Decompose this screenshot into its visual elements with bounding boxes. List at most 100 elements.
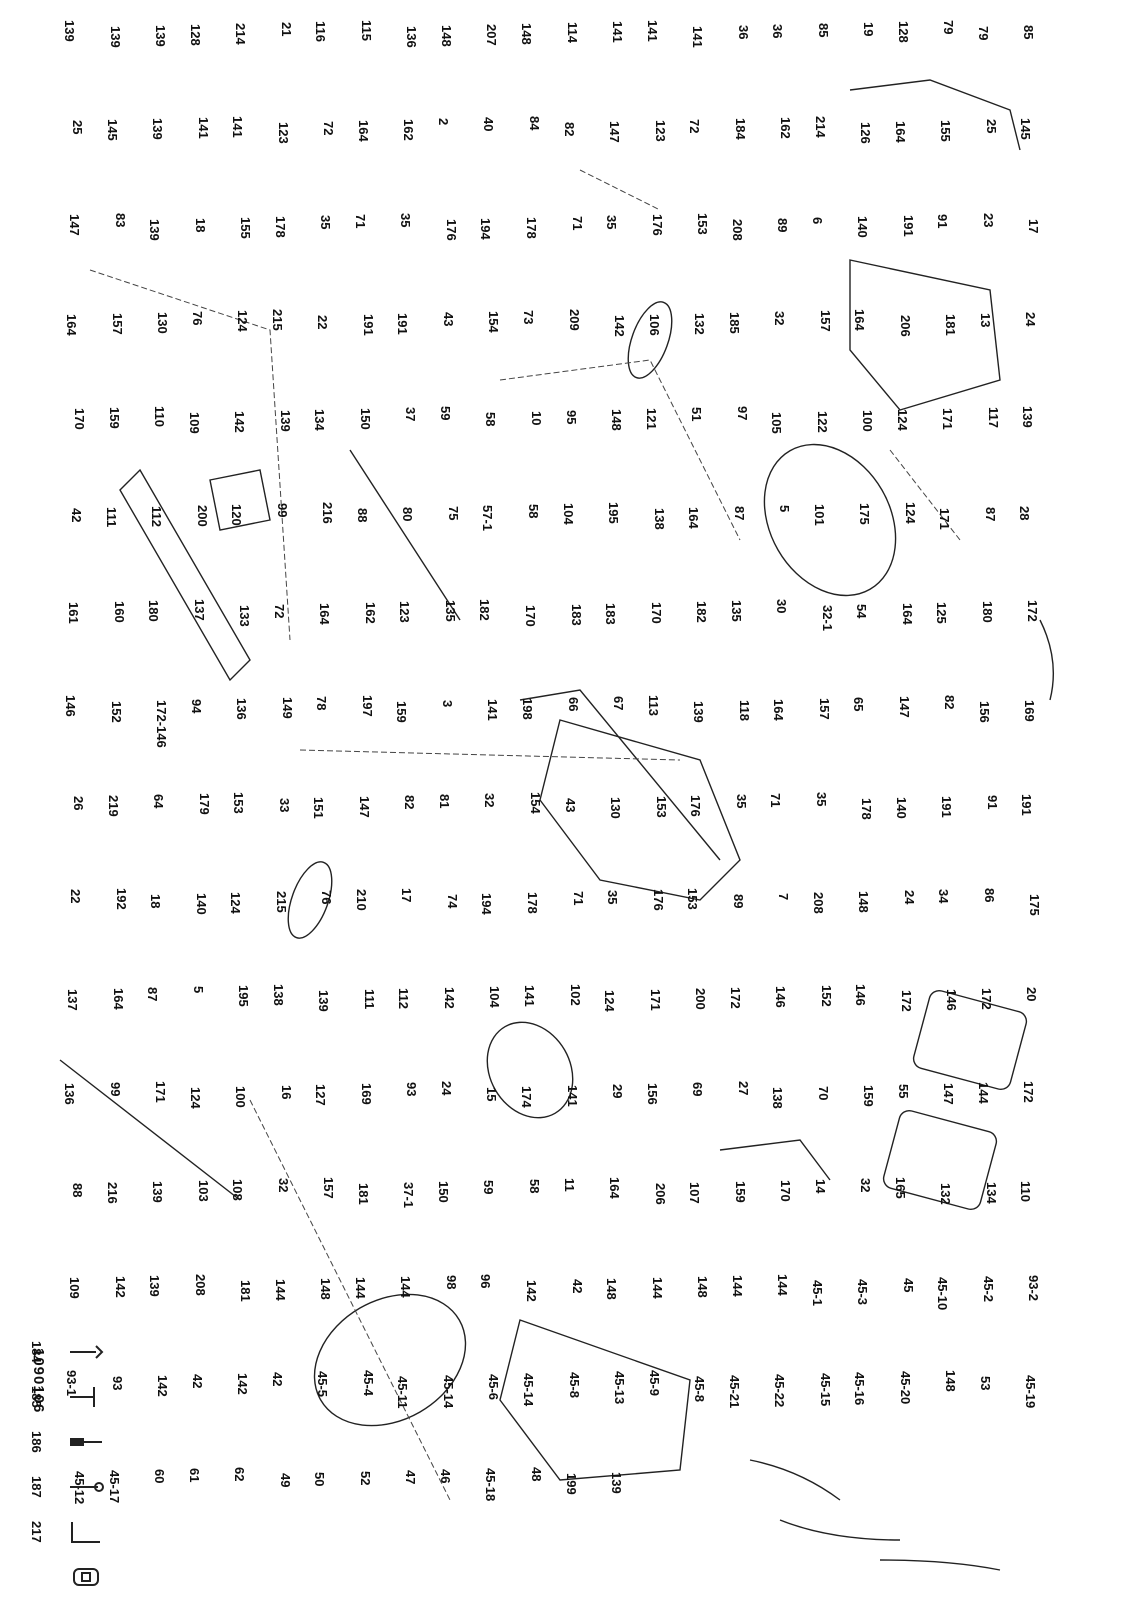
part-number-label: 100 bbox=[233, 1085, 249, 1108]
part-number-label: 45-8 bbox=[692, 1376, 708, 1403]
part-number-label: 19 bbox=[861, 22, 877, 37]
part-number-label: 45-20 bbox=[897, 1371, 913, 1405]
console-part bbox=[912, 989, 1028, 1091]
assembly-guide-line-4 bbox=[249, 1099, 451, 1501]
part-number-label: 171 bbox=[153, 1080, 169, 1103]
main-frame-part bbox=[539, 719, 741, 901]
part-number-label: 85 bbox=[815, 23, 831, 38]
part-number-label: 108 bbox=[230, 1179, 246, 1201]
part-number-label: 100 bbox=[860, 409, 876, 432]
cable-part-3 bbox=[779, 1519, 901, 1541]
part-number-label: 137 bbox=[191, 598, 207, 621]
part-number-label: 127 bbox=[313, 1083, 329, 1106]
tool-number bbox=[18, 1555, 44, 1599]
part-number-label: 24 bbox=[1023, 312, 1039, 327]
part-number-label: 93 bbox=[109, 1376, 125, 1391]
side-cover-lower bbox=[499, 1319, 691, 1481]
part-number-label: 45-4 bbox=[360, 1370, 376, 1397]
part-number-label: 45 bbox=[900, 1277, 916, 1293]
part-number-label: 42 bbox=[569, 1278, 585, 1294]
part-number-label: 22 bbox=[315, 315, 331, 330]
part-number-label: 164 bbox=[317, 602, 333, 625]
part-number-label: 109 bbox=[67, 1276, 82, 1299]
part-number-label: 124 bbox=[187, 1086, 203, 1109]
part-number-label: 136 bbox=[62, 1082, 77, 1105]
part-number-label: 99 bbox=[274, 503, 290, 518]
part-number-label: 151 bbox=[311, 796, 327, 819]
belt-pulley bbox=[486, 1021, 574, 1119]
part-number-label: 154 bbox=[486, 311, 502, 334]
part-number-label: 79 bbox=[941, 20, 957, 35]
part-number-label: 153 bbox=[695, 212, 711, 235]
part-number-label: 10 bbox=[528, 410, 544, 426]
part-number-label: 209 bbox=[566, 309, 582, 332]
part-number-label: 32-1 bbox=[819, 604, 835, 631]
part-number-label: 89 bbox=[730, 893, 746, 909]
part-number-label: 16 bbox=[278, 1084, 294, 1100]
part-number-label: 85 bbox=[1021, 25, 1037, 40]
part-number-label: 178 bbox=[859, 797, 875, 820]
part-number-label: 107 bbox=[687, 1182, 703, 1204]
part-number-label: 141 bbox=[195, 117, 211, 140]
part-number-label: 139 bbox=[316, 990, 332, 1013]
part-number-label: 45-22 bbox=[772, 1374, 788, 1408]
part-number-label: 135 bbox=[728, 599, 744, 622]
part-number-label: 172 bbox=[1025, 599, 1041, 622]
part-number-label: 116 bbox=[313, 21, 329, 42]
socket-icon bbox=[73, 1568, 99, 1586]
part-number-label: 22 bbox=[68, 888, 83, 904]
part-number-label: 35 bbox=[813, 791, 829, 806]
part-number-label: 45-9 bbox=[646, 1370, 662, 1397]
part-number-label: 140 bbox=[193, 892, 209, 915]
part-number-label: 32 bbox=[858, 1178, 874, 1193]
flywheel-upper bbox=[763, 443, 897, 597]
part-number-label: 139 bbox=[691, 701, 707, 723]
part-number-label: 35 bbox=[604, 214, 620, 230]
part-number-label: 101 bbox=[811, 504, 827, 526]
part-number-label: 133 bbox=[237, 604, 253, 627]
part-number-label: 128 bbox=[187, 24, 203, 46]
part-number-label: 120 bbox=[229, 504, 245, 526]
part-number-label: 124 bbox=[235, 310, 251, 333]
part-number-label: 118 bbox=[736, 700, 752, 722]
part-number-label: 40 bbox=[481, 117, 497, 132]
part-number-label: 32 bbox=[772, 311, 788, 326]
part-number-label: 37-1 bbox=[401, 1182, 417, 1209]
part-number-label: 139 bbox=[107, 26, 123, 48]
part-number-label: 144 bbox=[398, 1275, 414, 1298]
tool-number: 217 bbox=[29, 1521, 44, 1543]
part-number-label: 142 bbox=[232, 410, 248, 433]
part-number-label: 137 bbox=[65, 989, 80, 1012]
part-number-label: 123 bbox=[275, 122, 291, 145]
cable-part-2 bbox=[749, 1459, 841, 1501]
part-number-label: 45-14 bbox=[520, 1373, 536, 1407]
part-number-label: 216 bbox=[320, 502, 336, 524]
part-number-label: 153 bbox=[685, 887, 701, 910]
part-number-label: 164 bbox=[686, 507, 702, 529]
hex-key-icon bbox=[70, 1345, 104, 1359]
cable-part bbox=[1039, 619, 1054, 701]
part-number-label: 144 bbox=[649, 1276, 665, 1299]
part-number-label: 141 bbox=[564, 1084, 580, 1107]
part-number-label: 54 bbox=[854, 603, 870, 619]
part-number-label: 145 bbox=[1018, 118, 1034, 141]
part-number-label: 171 bbox=[937, 508, 953, 530]
part-number-label: 96 bbox=[478, 1273, 494, 1289]
part-number-label: 176 bbox=[688, 794, 704, 817]
part-number-label: 198 bbox=[519, 698, 535, 720]
document-code: 1090106 bbox=[30, 1348, 47, 1414]
part-number-label: 194 bbox=[479, 892, 495, 915]
part-number-label: 142 bbox=[235, 1373, 251, 1395]
part-number-label: 84 bbox=[526, 116, 542, 131]
part-number-label: 53 bbox=[977, 1376, 993, 1391]
part-number-label: 121 bbox=[643, 407, 659, 430]
part-number-label: 35 bbox=[605, 889, 621, 905]
part-number-label: 45-21 bbox=[726, 1375, 742, 1409]
part-number-label: 157 bbox=[321, 1177, 337, 1199]
assembly-guide-line-5 bbox=[889, 449, 961, 541]
part-number-label: 76 bbox=[319, 889, 335, 905]
crank-arm-lower bbox=[59, 1059, 241, 1201]
part-number-label: 178 bbox=[524, 891, 540, 914]
part-number-label: 93 bbox=[404, 1081, 420, 1097]
part-number-label: 13 bbox=[977, 313, 993, 328]
